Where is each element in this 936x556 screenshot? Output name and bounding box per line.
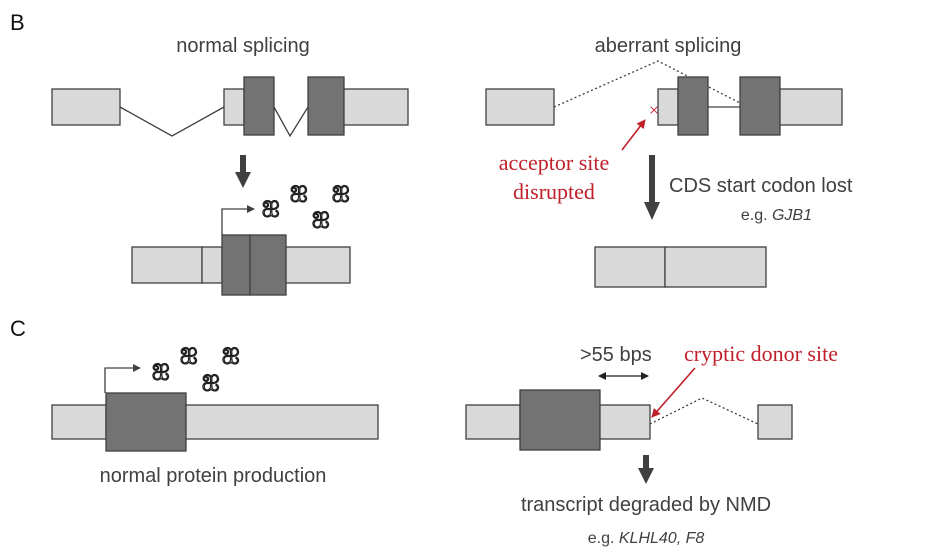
protein-squiggle-icon: ஐ — [290, 177, 308, 202]
aberrant-splice-line — [553, 60, 741, 108]
acceptor-site-label-line1: acceptor site — [499, 150, 610, 175]
exon-1-aberrant — [485, 88, 555, 126]
aberrant-mrna-seg-2 — [664, 246, 767, 288]
aberrant-pre-mrna — [485, 60, 843, 136]
nmd-label: transcript degraded by NMD — [521, 494, 771, 516]
panel-label-b: B — [10, 10, 25, 35]
cds-start-lost-label: CDS start codon lost — [669, 175, 853, 197]
intron-splice-line-1 — [119, 106, 225, 137]
protein-squiggle-icon: ஐ — [202, 366, 220, 391]
protein-squiggle-icon: ஐ — [312, 203, 330, 228]
acceptor-site-label-line2: disrupted — [513, 179, 595, 204]
exon-3-utr-aberrant — [779, 88, 843, 126]
exon-2-utr — [223, 88, 245, 126]
protein-squiggle-icon: ஐ — [222, 339, 240, 364]
mrna-cds-2 — [249, 234, 287, 296]
cryptic-extended-exon — [599, 404, 651, 440]
normal-transcript-c — [51, 392, 379, 452]
aberrant-mrna — [594, 246, 767, 288]
normal-mrna — [131, 234, 351, 296]
mrna-utr-5 — [131, 246, 203, 284]
transcription-start-arrow-icon — [104, 364, 141, 393]
down-arrow-icon — [638, 455, 654, 484]
protein-cluster-c: ஐ ஐ ஐ ஐ — [151, 338, 240, 391]
protein-squiggle-icon: ஐ — [152, 355, 170, 380]
intron-splice-line-2 — [273, 106, 309, 138]
cryptic-splice-line — [649, 397, 759, 425]
cryptic-transcript — [465, 389, 793, 451]
exon-3-cds — [307, 76, 345, 136]
cryptic-utr-5 — [465, 404, 521, 440]
exon-3-utr — [343, 88, 409, 126]
mrna-utr-5b — [201, 246, 223, 284]
exon-2-utr-aberrant — [657, 88, 679, 126]
protein-squiggle-icon: ஐ — [262, 192, 280, 217]
protein-squiggle-icon: ஐ — [180, 339, 198, 364]
exon-2-cds — [243, 76, 275, 136]
transcript-utr-5-c — [51, 404, 107, 440]
aberrant-mrna-seg-1 — [594, 246, 666, 288]
mrna-cds-1 — [221, 234, 251, 296]
exon-3-cds-aberrant — [739, 76, 781, 136]
panel-label-c: C — [10, 316, 26, 341]
protein-squiggle-icon: ஐ — [332, 177, 350, 202]
down-arrow-icon — [644, 155, 660, 220]
transcription-start-arrow-icon — [221, 205, 255, 235]
exon-2-cds-aberrant — [677, 76, 709, 136]
normal-protein-label: normal protein production — [100, 465, 327, 487]
normal-pre-mrna — [51, 76, 409, 138]
example-gene-label-1: e.g. GJB1 — [741, 207, 812, 224]
cryptic-donor-label: cryptic donor site — [684, 341, 838, 366]
red-pointer-arrow-icon — [621, 119, 646, 151]
bps-label: >55 bps — [580, 344, 652, 366]
cryptic-cds — [519, 389, 601, 451]
transcript-utr-3-c — [185, 404, 379, 440]
exon-1 — [51, 88, 121, 126]
mrna-utr-3 — [285, 246, 351, 284]
disrupted-site-x-mark: × — [649, 100, 659, 120]
cryptic-downstream-exon — [757, 404, 793, 440]
transcript-cds-c — [105, 392, 187, 452]
normal-splicing-label: normal splicing — [176, 35, 309, 57]
protein-cluster-b: ஐ ஐ ஐ ஐ — [261, 176, 350, 228]
aberrant-splicing-label: aberrant splicing — [595, 35, 742, 57]
down-arrow-icon — [235, 155, 251, 188]
red-pointer-arrow-icon — [651, 367, 696, 418]
example-gene-label-2: e.g. KLHL40, F8 — [588, 530, 705, 547]
